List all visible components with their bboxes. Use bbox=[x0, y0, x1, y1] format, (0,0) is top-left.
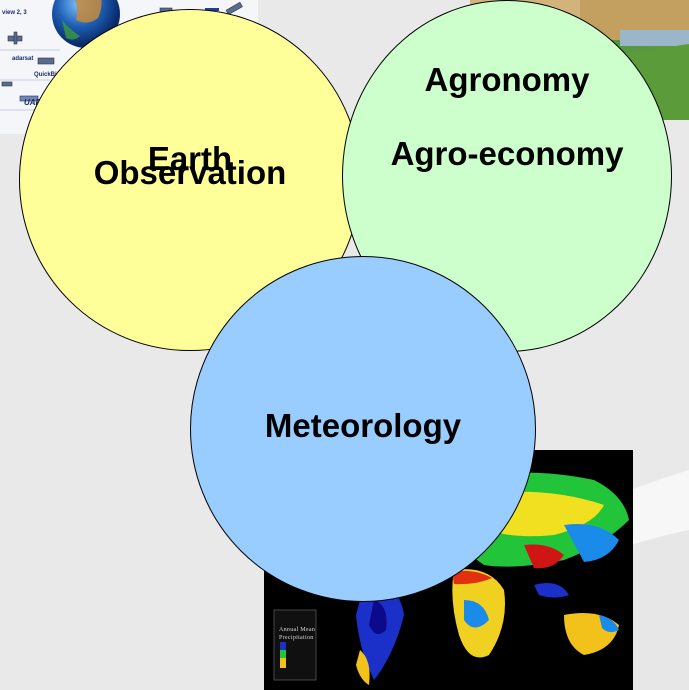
satellite-label: QuickBird bbox=[34, 72, 63, 78]
agronomy-label: Agronomy bbox=[424, 61, 590, 98]
observation-label: Observation bbox=[93, 154, 287, 191]
meteorology-label: Meteorology bbox=[264, 407, 462, 444]
earth-label: Earth bbox=[147, 140, 233, 177]
satellite-label: view 2, 3 bbox=[2, 10, 27, 16]
satellite-label: adarsat bbox=[12, 56, 34, 62]
agro-economy-label: Agro-economy bbox=[390, 135, 624, 172]
meteorology-circle: Meteorology bbox=[190, 256, 536, 602]
map-legend-title: Annual Mean Precipitation bbox=[279, 627, 316, 641]
satellite-label: UARS bbox=[24, 98, 47, 107]
